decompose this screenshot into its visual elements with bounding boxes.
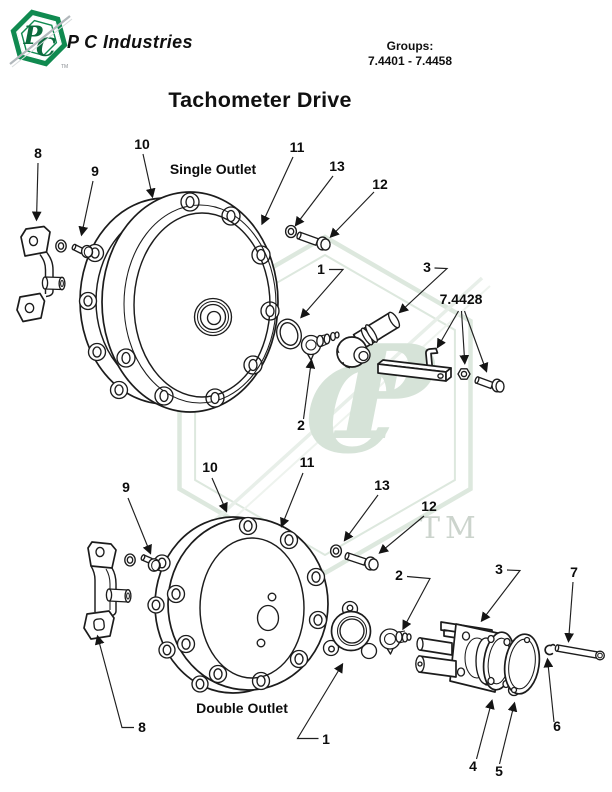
leader-double-9 bbox=[127, 497, 152, 555]
double-adapter bbox=[379, 628, 412, 655]
double-bolt-9 bbox=[140, 554, 161, 572]
callout-single-1: 1 bbox=[317, 261, 325, 277]
callout-single-11: 11 bbox=[290, 139, 305, 155]
leader-single-74428-b bbox=[459, 310, 470, 365]
single-gasket-bolt-tabs bbox=[78, 243, 129, 400]
callout-double-3: 3 bbox=[495, 561, 503, 577]
double-flange-gasket bbox=[322, 600, 378, 660]
single-bolt-12 bbox=[296, 231, 331, 251]
callout-single-9: 9 bbox=[91, 163, 99, 179]
single-bolt-74428 bbox=[474, 376, 505, 393]
leader-single-13 bbox=[294, 175, 334, 227]
single-drive-unit bbox=[336, 311, 401, 369]
double-cover bbox=[166, 516, 329, 691]
page-title: Tachometer Drive bbox=[168, 88, 352, 112]
single-cover-bearing bbox=[193, 297, 233, 337]
leader-single-8 bbox=[31, 162, 42, 222]
leader-double-11 bbox=[280, 472, 304, 528]
leader-single-10 bbox=[142, 153, 156, 199]
leader-single-12 bbox=[329, 191, 375, 238]
leader-double-5 bbox=[498, 701, 518, 765]
labels: Single Outlet Double Outlet 8 9 10 11 13… bbox=[34, 136, 578, 779]
logo-hexagon-highlight bbox=[16, 15, 62, 61]
groups-label: Groups: bbox=[386, 39, 434, 53]
leader-single-74428-c bbox=[463, 310, 489, 373]
single-bolt-9 bbox=[71, 243, 94, 259]
callout-double-10: 10 bbox=[202, 459, 218, 475]
double-cover-plate-5 bbox=[503, 633, 541, 697]
leader-single-3 bbox=[398, 267, 449, 314]
logo-trademark: TM bbox=[61, 64, 68, 70]
callout-double-11: 11 bbox=[300, 454, 315, 470]
callout-double-9: 9 bbox=[122, 479, 130, 495]
single-cover bbox=[101, 191, 280, 413]
leader-double-12 bbox=[378, 515, 425, 554]
double-drive-pin bbox=[554, 644, 605, 661]
watermark-trademark: TM bbox=[420, 511, 481, 546]
leader-double-10 bbox=[211, 477, 228, 513]
callout-double-8: 8 bbox=[138, 719, 146, 735]
callout-double-13: 13 bbox=[374, 477, 390, 493]
leader-lines bbox=[31, 153, 575, 765]
figure-double-outlet bbox=[83, 516, 605, 697]
watermark-swoosh bbox=[178, 276, 484, 554]
company-logo: P C TM bbox=[9, 9, 73, 70]
double-washer-9 bbox=[124, 553, 136, 567]
single-adapter bbox=[300, 331, 340, 361]
callout-double-7: 7 bbox=[570, 564, 578, 580]
single-washer-13 bbox=[284, 224, 298, 239]
logo-swoosh bbox=[9, 15, 71, 65]
double-cover-center-hole bbox=[256, 604, 280, 632]
double-snap-ring bbox=[544, 643, 556, 656]
leader-double-13 bbox=[343, 494, 379, 542]
leader-double-7 bbox=[564, 581, 575, 643]
callout-single-13: 13 bbox=[329, 158, 345, 174]
leader-single-9 bbox=[78, 180, 94, 237]
leader-double-3 bbox=[480, 569, 522, 623]
single-strap-bracket bbox=[377, 347, 452, 382]
leader-double-8 bbox=[94, 634, 134, 729]
callout-double-12: 12 bbox=[421, 498, 437, 514]
single-nut bbox=[457, 368, 471, 380]
figure-single-outlet bbox=[16, 191, 505, 413]
leader-single-2 bbox=[302, 358, 316, 420]
callout-single-74428: 7.4428 bbox=[440, 291, 483, 307]
double-washer-13 bbox=[329, 544, 343, 558]
callout-double-4: 4 bbox=[469, 758, 477, 774]
single-o-ring bbox=[276, 318, 302, 350]
callout-double-5: 5 bbox=[495, 763, 503, 779]
callout-double-6: 6 bbox=[553, 718, 561, 734]
single-washer-9 bbox=[55, 239, 67, 253]
callout-single-2: 2 bbox=[297, 417, 305, 433]
double-mounting-bracket bbox=[83, 541, 132, 640]
groups-range: 7.4401 - 7.4458 bbox=[367, 54, 453, 68]
callout-single-8: 8 bbox=[34, 145, 42, 161]
double-bolt-12 bbox=[344, 552, 379, 571]
leader-double-2 bbox=[402, 575, 431, 631]
callout-single-3: 3 bbox=[423, 259, 431, 275]
callout-single-10: 10 bbox=[134, 136, 150, 152]
leader-single-1 bbox=[300, 268, 345, 319]
callout-single-12: 12 bbox=[372, 176, 388, 192]
company-name: P C Industries bbox=[67, 32, 193, 52]
logo-swoosh-thin bbox=[11, 18, 73, 68]
caption-single-outlet: Single Outlet bbox=[170, 161, 257, 177]
callout-double-2: 2 bbox=[395, 567, 403, 583]
leader-double-4 bbox=[475, 699, 495, 760]
leader-single-74428-a bbox=[436, 310, 459, 349]
single-mounting-bracket bbox=[16, 225, 66, 323]
watermark-swoosh-thin bbox=[187, 285, 491, 561]
logo-hexagon-ring bbox=[10, 9, 68, 67]
single-cover-bolt-holes bbox=[121, 195, 275, 405]
logo-letter-p: P bbox=[23, 21, 44, 50]
double-cover-bolt-holes bbox=[171, 520, 323, 687]
leader-double-6 bbox=[543, 657, 555, 723]
caption-double-outlet: Double Outlet bbox=[196, 700, 288, 716]
groups-block: Groups: 7.4401 - 7.4458 bbox=[344, 39, 476, 69]
leader-double-1 bbox=[296, 662, 344, 740]
leader-single-11 bbox=[261, 156, 294, 226]
callout-double-1: 1 bbox=[322, 731, 330, 747]
